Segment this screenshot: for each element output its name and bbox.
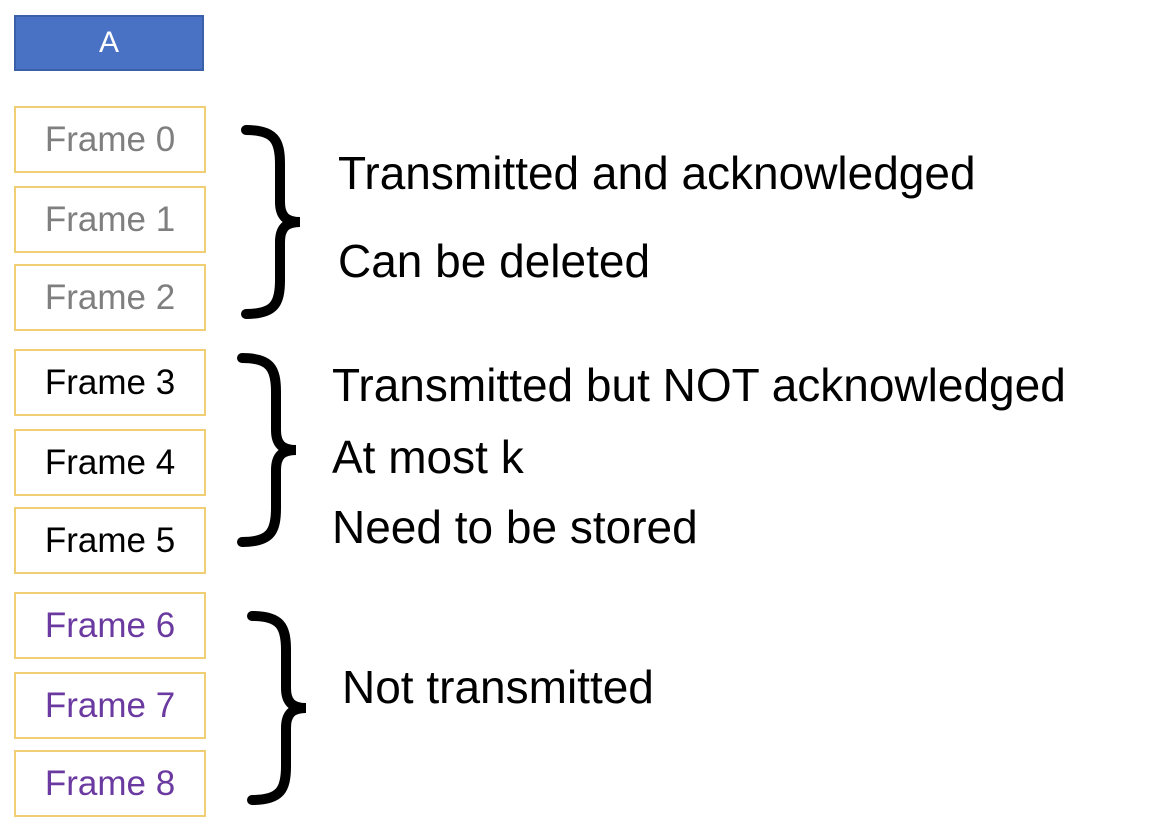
frame-box-6: Frame 6 [14, 592, 206, 659]
sender-label: A [98, 26, 119, 59]
frame-box-0: Frame 0 [14, 106, 206, 173]
frame-box-3: Frame 3 [14, 349, 206, 416]
frame-label: Frame 3 [44, 362, 176, 402]
frame-box-4: Frame 4 [14, 429, 206, 496]
frame-box-1: Frame 1 [14, 186, 206, 253]
group-label-acked-line2: Can be deleted [338, 235, 651, 287]
right-brace-icon [247, 611, 307, 805]
right-brace-icon [237, 353, 297, 547]
sender-header: A [14, 15, 204, 71]
frame-box-7: Frame 7 [14, 672, 206, 739]
frame-box-8: Frame 8 [14, 750, 206, 817]
frame-label: Frame 1 [44, 199, 176, 239]
frame-label: Frame 0 [44, 119, 176, 159]
frame-box-2: Frame 2 [14, 264, 206, 331]
frame-label: Frame 7 [44, 685, 176, 725]
frame-label: Frame 2 [44, 277, 176, 317]
frame-label: Frame 8 [44, 763, 176, 803]
frame-label: Frame 6 [44, 605, 176, 645]
frame-label: Frame 5 [44, 520, 176, 560]
group-label-acked-line1: Transmitted and acknowledged [338, 147, 976, 199]
frame-label: Frame 4 [44, 442, 176, 482]
group-label-pending-line2: At most k [332, 431, 524, 483]
frame-box-5: Frame 5 [14, 507, 206, 574]
group-label-pending-line3: Need to be stored [332, 501, 698, 553]
right-brace-icon [241, 125, 301, 319]
group-label-untx-line1: Not transmitted [342, 661, 654, 713]
group-label-pending-line1: Transmitted but NOT acknowledged [332, 359, 1066, 411]
